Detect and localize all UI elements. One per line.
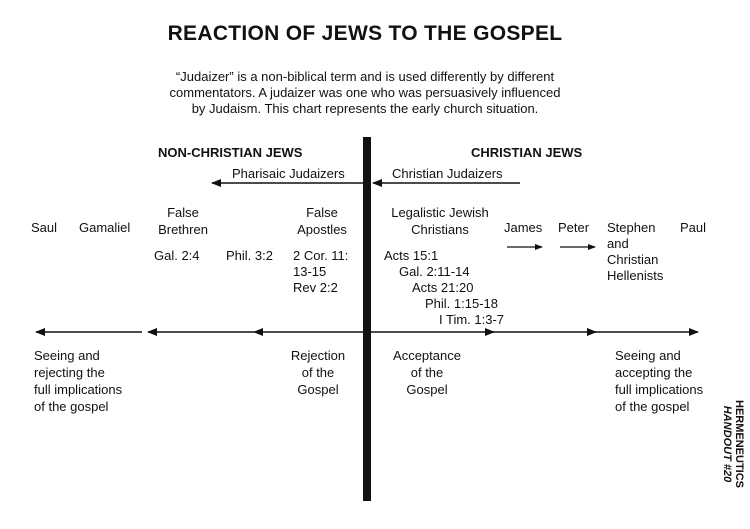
intro-line: “Judaizer” is a non-biblical term and is… xyxy=(175,69,555,84)
group-false-apostles: False Apostles xyxy=(287,204,357,238)
false-brethren-line: Brethren xyxy=(158,222,208,237)
side-label: HERMENEUTICS HANDOUT #20 xyxy=(721,400,745,500)
caption-line: Gospel xyxy=(297,382,339,397)
ref-phil-1-15-18: Phil. 1:15-18 xyxy=(425,296,498,311)
side-label-subtitle: HANDOUT #20 xyxy=(721,405,733,483)
ref-acts-15-1: Acts 15:1 xyxy=(384,248,439,263)
person-saul: Saul xyxy=(31,220,58,235)
caption-line: of the gospel xyxy=(615,399,690,414)
person-james: James xyxy=(504,220,543,235)
stephen-line: Stephen xyxy=(607,220,656,235)
intro-paragraph: “Judaizer” is a non-biblical term and is… xyxy=(130,69,600,117)
caption-line: Rejection xyxy=(290,348,346,363)
caption-line: of the gospel xyxy=(34,399,109,414)
ref-line: Rev 2:2 xyxy=(293,280,338,295)
label-christian-judaizers: Christian Judaizers xyxy=(392,166,503,181)
header-non-christian-jews: NON-CHRISTIAN JEWS xyxy=(158,145,303,160)
ref-acts-21-20: Acts 21:20 xyxy=(412,280,474,295)
caption-line: of the xyxy=(410,365,444,380)
ref-gal-2-11-14: Gal. 2:11-14 xyxy=(399,264,470,279)
caption-line: full implications xyxy=(34,382,123,397)
intro-line: commentators. A judaizer was one who was… xyxy=(169,85,561,100)
ref-gal-2-4: Gal. 2:4 xyxy=(154,248,200,263)
caption-line: accepting the xyxy=(615,365,693,380)
caption-line: full implications xyxy=(615,382,704,397)
person-peter: Peter xyxy=(558,220,590,235)
person-gamaliel: Gamaliel xyxy=(79,220,131,235)
false-brethren-line: False xyxy=(167,205,199,220)
group-stephen-hellenists: Stephen and Christian Hellenists xyxy=(607,220,663,284)
caption-line: Seeing and xyxy=(615,348,681,363)
label-pharisaic-judaizers: Pharisaic Judaizers xyxy=(232,166,345,181)
caption-line: Acceptance xyxy=(393,348,461,363)
center-divider xyxy=(363,137,371,501)
caption-seeing-accepting: Seeing and accepting the full implicatio… xyxy=(615,347,703,415)
stephen-line: Hellenists xyxy=(607,268,664,283)
side-label-title: HERMENEUTICS xyxy=(733,400,745,489)
ref-phil-3-2: Phil. 3:2 xyxy=(226,248,273,263)
caption-line: of the xyxy=(301,365,335,380)
caption-seeing-rejecting: Seeing and rejecting the full implicatio… xyxy=(34,347,122,415)
page-title: REACTION OF JEWS TO THE GOSPEL xyxy=(167,22,563,45)
ref-line: 13-15 xyxy=(293,264,327,279)
person-paul: Paul xyxy=(680,220,707,235)
caption-line: Gospel xyxy=(406,382,448,397)
caption-acceptance: Acceptance of the Gospel xyxy=(380,347,474,398)
caption-line: rejecting the xyxy=(34,365,105,380)
false-apostles-line: Apostles xyxy=(297,222,347,237)
caption-rejection: Rejection of the Gospel xyxy=(276,347,360,398)
legalistic-line: Legalistic Jewish xyxy=(391,205,489,220)
stephen-line: Christian xyxy=(607,252,659,267)
intro-line: by Judaism. This chart represents the ea… xyxy=(191,101,539,116)
group-legalistic-jewish-christians: Legalistic Jewish Christians xyxy=(382,204,498,238)
ref-line: 2 Cor. 11: xyxy=(293,248,349,263)
ref-1-tim-1-3-7: I Tim. 1:3-7 xyxy=(439,312,505,327)
caption-line: Seeing and xyxy=(34,348,100,363)
stephen-line: and xyxy=(607,236,629,251)
header-christian-jews: CHRISTIAN JEWS xyxy=(471,145,583,160)
group-false-brethren: False Brethren xyxy=(145,204,221,238)
false-apostles-line: False xyxy=(306,205,338,220)
refs-false-apostles: 2 Cor. 11: 13-15 Rev 2:2 xyxy=(293,248,348,296)
legalistic-line: Christians xyxy=(411,222,469,237)
